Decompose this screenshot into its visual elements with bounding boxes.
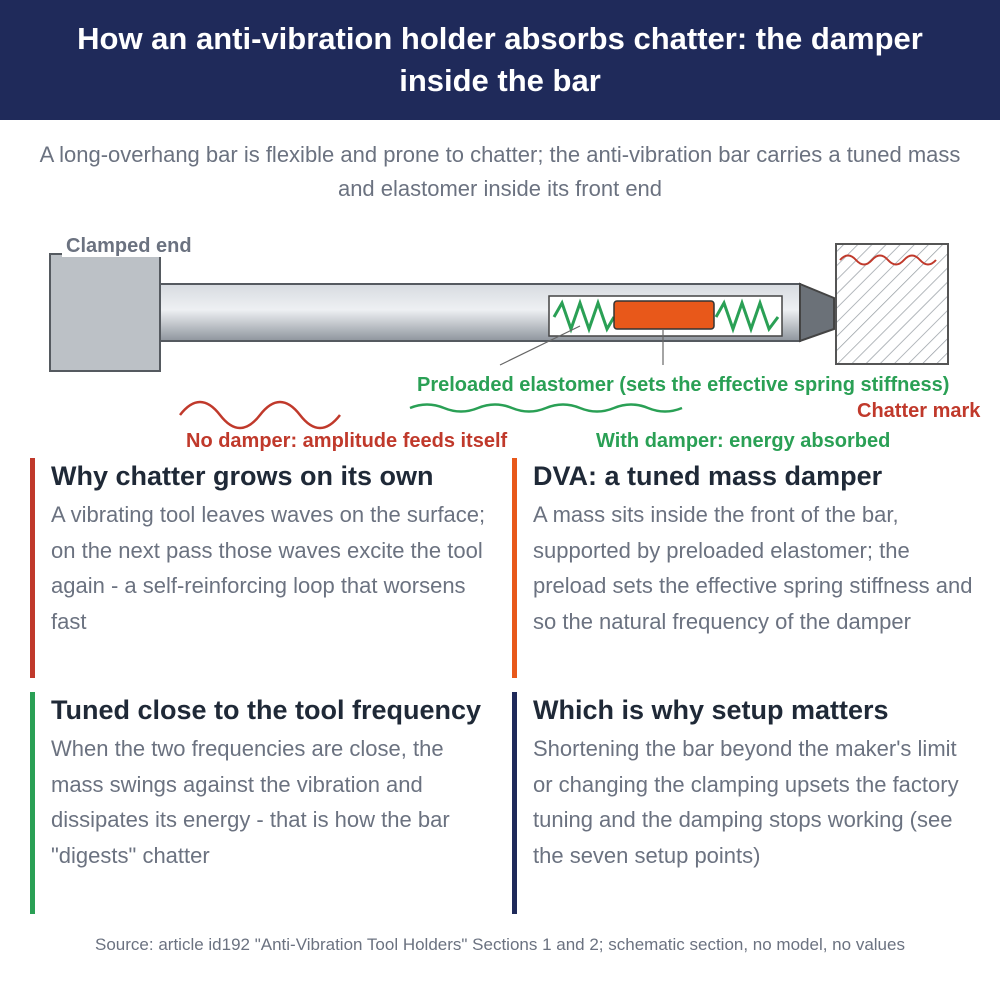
card-title: Tuned close to the tool frequency <box>51 695 482 725</box>
elastomer-spring-right <box>714 298 780 334</box>
page-title: How an anti-vibration holder absorbs cha… <box>77 21 923 98</box>
card-body: When the two frequencies are close, the … <box>51 736 450 868</box>
card-tuned-close: Tuned close to the tool frequency When t… <box>30 692 495 914</box>
clamped-end-label-bg <box>62 231 202 257</box>
chatter-mark-wave <box>839 254 937 266</box>
chatter-mark-label: Chatter mark <box>857 400 981 422</box>
workpiece <box>835 243 949 365</box>
clamped-end-label: Clamped end <box>66 235 192 257</box>
card-body: A mass sits inside the front of the bar,… <box>533 502 973 634</box>
card-title: Why chatter grows on its own <box>51 461 434 491</box>
with-damper-label: With damper: energy absorbed <box>596 430 890 452</box>
no-damper-wave <box>179 400 341 430</box>
elastomer-spring-left <box>552 298 616 334</box>
card-title: DVA: a tuned mass damper <box>533 461 883 491</box>
tuned-mass <box>613 300 715 330</box>
subtitle: A long-overhang bar is flexible and pron… <box>39 142 961 201</box>
card-why-chatter-grows: Why chatter grows on its own A vibrating… <box>30 458 495 678</box>
with-damper-wave <box>409 403 683 413</box>
no-damper-label: No damper: amplitude feeds itself <box>186 430 508 452</box>
damper-schematic: Clamped end Preloaded elastomer (sets th… <box>49 231 981 452</box>
source-note: Source: article id192 "Anti-Vibration To… <box>95 935 905 954</box>
elastomer-label: Preloaded elastomer (sets the effective … <box>417 374 949 396</box>
card-body: A vibrating tool leaves waves on the sur… <box>51 502 486 634</box>
card-body: Shortening the bar beyond the maker's li… <box>533 736 959 868</box>
card-setup-matters: Which is why setup matters Shortening th… <box>512 692 982 914</box>
card-dva-tuned-mass-damper: DVA: a tuned mass damper A mass sits ins… <box>512 458 982 678</box>
leader-line-elastomer <box>499 325 581 366</box>
card-title: Which is why setup matters <box>533 695 889 725</box>
bar-tip <box>799 282 835 343</box>
title-banner: How an anti-vibration holder absorbs cha… <box>0 0 1000 120</box>
clamp-block <box>49 253 161 372</box>
